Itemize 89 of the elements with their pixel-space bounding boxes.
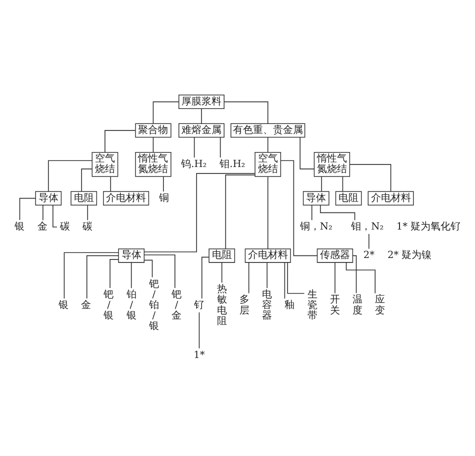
connector [81,168,92,192]
node-text: 钼，N₂ [351,221,384,232]
node-text: 碳 [60,221,70,232]
node-box: 电阻 [335,190,362,205]
connector [144,259,153,278]
node-box: 介电材料 [368,190,414,205]
connector [87,204,88,220]
node-text: 钯/金 [172,288,182,322]
node-text: 2* [363,250,374,261]
connector [350,163,392,192]
connector [346,262,376,294]
connector [130,262,132,288]
node-text: 钯/铂/银 [148,278,159,332]
node-box: 传感器 [316,248,354,262]
node-text: 铂/银 [126,288,136,322]
node-text: 电容器 [262,288,272,322]
node-box: 导体 [302,190,330,205]
node-text: 多层 [239,294,250,316]
node-box: 惰性气氮烧结 [135,151,172,176]
connector [194,136,195,158]
node-box: 聚合物 [135,122,172,138]
node-text: 金 [81,299,92,310]
connector [287,262,305,294]
connector [220,136,221,158]
node-box: 厚膜浆料 [178,94,224,108]
connector [19,197,36,220]
node-text: 生瓷带 [307,288,318,322]
connector [201,256,210,298]
label: 2* 疑为镍 [388,250,432,261]
connector [86,254,119,298]
node-text: 釉 [284,299,295,310]
connector [248,262,250,294]
node-box: 难熔金属 [178,122,224,138]
connector [352,254,357,294]
node-text: 钨.H₂ [181,158,207,170]
connector [144,172,256,252]
connector [104,130,136,152]
node-text: 开关 [330,294,340,316]
node-box: 介电材料 [244,248,291,262]
node-box: 空气烧结 [92,151,118,176]
connector [368,233,370,249]
node-box: 有色重、贵金属 [230,122,306,138]
node-box: 惰性气氮烧结 [314,151,350,176]
connector [321,176,322,192]
connector [225,174,256,249]
connector [266,262,268,288]
node-box: 导体 [35,190,62,205]
node-box: 导体 [118,248,145,262]
connector [342,176,344,192]
node-text: 钯/银 [104,288,114,322]
node-box: 电阻 [208,248,236,262]
node-text: 应变 [375,294,386,316]
connector [320,204,356,220]
connector [224,100,268,124]
connector [334,262,336,294]
connector [152,100,180,124]
connector [110,258,119,288]
connector [267,136,268,152]
label: 1* 疑为氧化钌 [396,221,461,232]
connector [280,160,318,256]
node-text: 温度 [352,294,363,316]
connector [221,262,222,282]
node-text: 铜 [158,192,169,204]
connector [64,252,119,298]
node-text: 银 [58,299,68,310]
node-text: 铜，N₂ [300,221,332,232]
connector [144,254,176,288]
connector [198,311,200,348]
node-text: 1* [194,349,205,360]
connector [110,176,112,192]
connector [267,176,268,249]
connector [52,204,58,227]
node-box: 空气烧结 [254,151,282,176]
connector [201,108,202,124]
connector [311,204,312,220]
connector [42,204,44,220]
connector [48,160,93,192]
node-text: 钼.H₂ [220,158,246,170]
node-text: 钌 [194,299,204,310]
node-text: 金 [37,221,48,232]
node-box: 介电材料 [103,190,150,205]
node-text: 热敏电阻 [216,284,227,326]
connector [152,136,154,152]
node-box: 电阻 [70,190,98,205]
connector [163,176,164,192]
connector [300,136,315,169]
node-text: 碳 [82,221,93,232]
connector [284,262,286,298]
node-text: 银 [14,221,25,232]
